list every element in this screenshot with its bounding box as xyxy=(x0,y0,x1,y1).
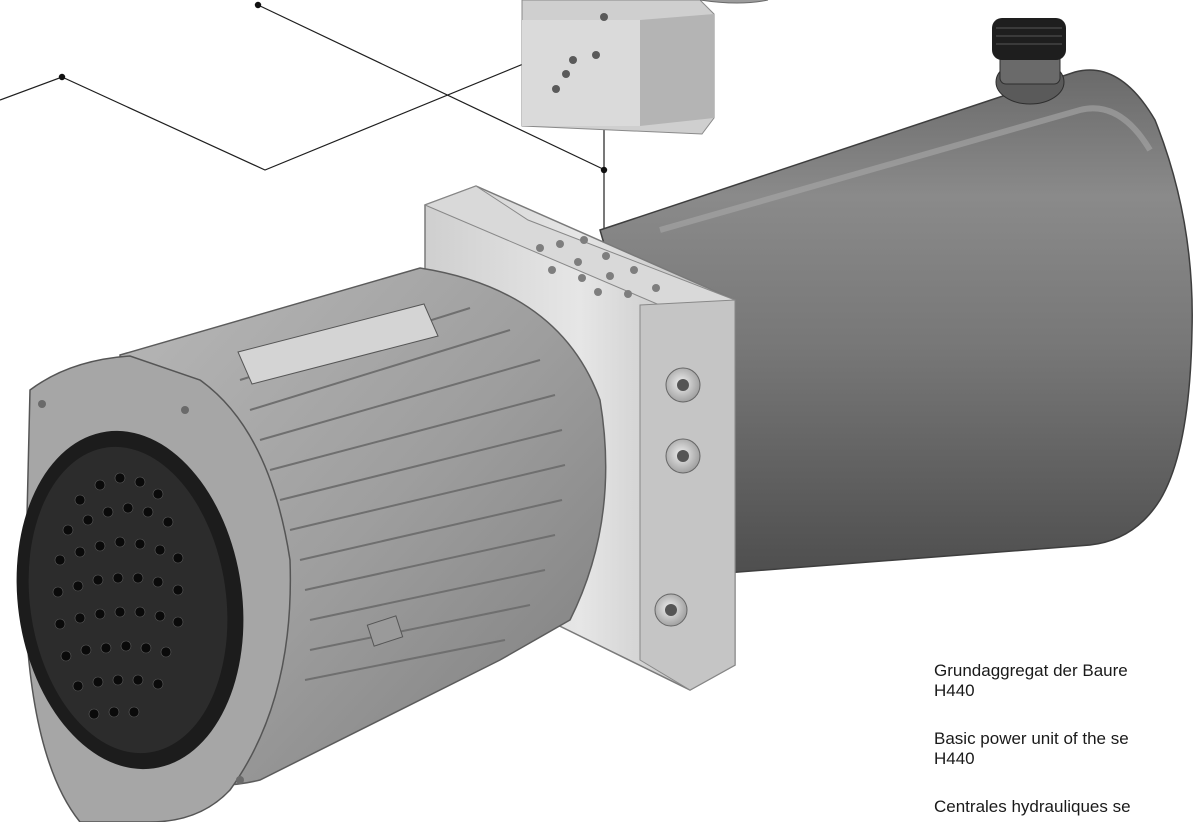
leader-line-top xyxy=(257,4,606,171)
caption-english: Basic power unit of the se H440 xyxy=(934,729,1195,769)
caption-german-line1: Grundaggregat der Baure xyxy=(934,661,1128,680)
leader-dots xyxy=(58,1,608,174)
fan-cover xyxy=(16,355,292,822)
leader-lines xyxy=(0,4,606,236)
side-ports xyxy=(654,367,701,627)
caption-german-line2: H440 xyxy=(934,681,975,700)
reservoir-tank xyxy=(599,18,1193,576)
caption-english-line1: Basic power unit of the se xyxy=(934,729,1129,748)
caption-german: Grundaggregat der Baure H440 xyxy=(934,661,1195,701)
valve-block xyxy=(521,0,769,135)
rating-plate xyxy=(237,303,439,385)
caption-english-line2: H440 xyxy=(934,749,975,768)
caption-french-line1: Centrales hydrauliques se xyxy=(934,797,1131,816)
caption-french: Centrales hydrauliques se xyxy=(934,797,1195,817)
leader-line-left xyxy=(0,43,573,171)
